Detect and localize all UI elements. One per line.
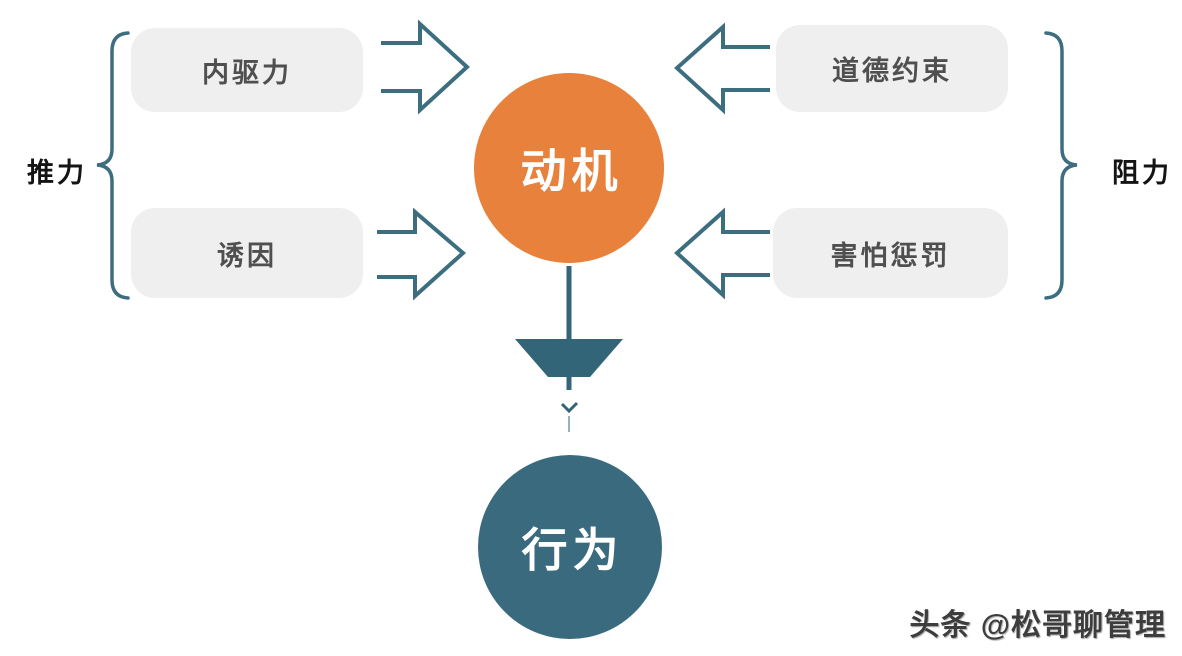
- down-arrowhead-icon: [515, 339, 623, 377]
- node-moral-constraint: 道德约束: [776, 25, 1008, 112]
- resist-group-label: 阻力: [1112, 158, 1172, 188]
- arrow-punishment-icon: [674, 207, 770, 300]
- arrow-moral-icon: [674, 22, 770, 115]
- left-brace: [96, 31, 130, 300]
- node-inner-drive: 内驱力: [131, 28, 363, 112]
- arrow-incentive-icon: [377, 207, 467, 301]
- right-brace: [1044, 31, 1078, 300]
- node-fear-punishment: 害怕惩罚: [773, 208, 1008, 298]
- behavior-circle: 行为: [478, 455, 662, 639]
- node-incentive: 诱因: [131, 208, 363, 298]
- push-group-label: 推力: [27, 158, 87, 188]
- connector-tick-mark: [560, 401, 579, 414]
- watermark: 头条 @松哥聊管理: [909, 609, 1166, 642]
- arrow-inner-drive-icon: [381, 19, 470, 115]
- motivation-circle: 动机: [474, 73, 664, 263]
